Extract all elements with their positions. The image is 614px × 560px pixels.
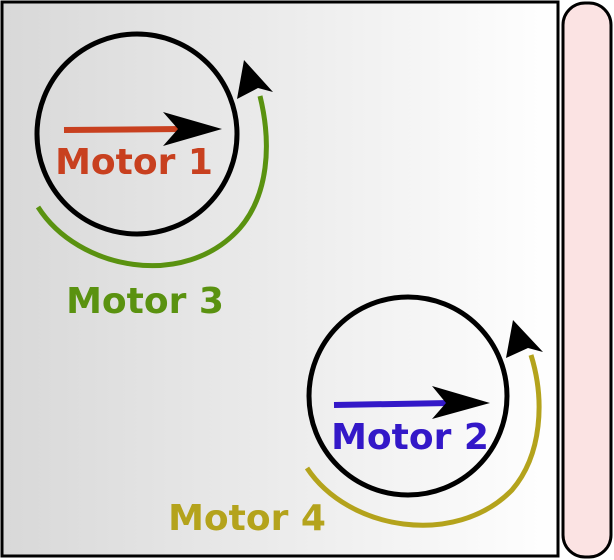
motor-3-label: Motor 3 bbox=[66, 281, 224, 322]
motor-1-arrowhead bbox=[163, 112, 222, 146]
motor-2-arrowhead bbox=[432, 386, 490, 419]
motor-3-arrowhead bbox=[237, 60, 273, 99]
motor-4-arc bbox=[304, 354, 542, 528]
wheel-1-circle bbox=[34, 31, 240, 237]
motor-2-label: Motor 2 bbox=[331, 417, 489, 458]
motor-2-wheel bbox=[306, 294, 510, 498]
roller bbox=[561, 1, 613, 559]
base-panel bbox=[0, 0, 560, 558]
motor-1-label: Motor 1 bbox=[55, 142, 213, 183]
wheel-2-circle bbox=[306, 294, 510, 498]
motor-2-arrow-shaft bbox=[333, 400, 451, 408]
motor-3-arc bbox=[35, 95, 269, 269]
motor-4-arrowhead bbox=[506, 320, 543, 358]
motor-4-label: Motor 4 bbox=[168, 498, 326, 539]
motor-3-rotation bbox=[35, 60, 273, 269]
motor-1-wheel bbox=[34, 31, 240, 237]
motor-1-arrow-shaft bbox=[63, 126, 183, 133]
motor-4-rotation bbox=[304, 320, 543, 528]
